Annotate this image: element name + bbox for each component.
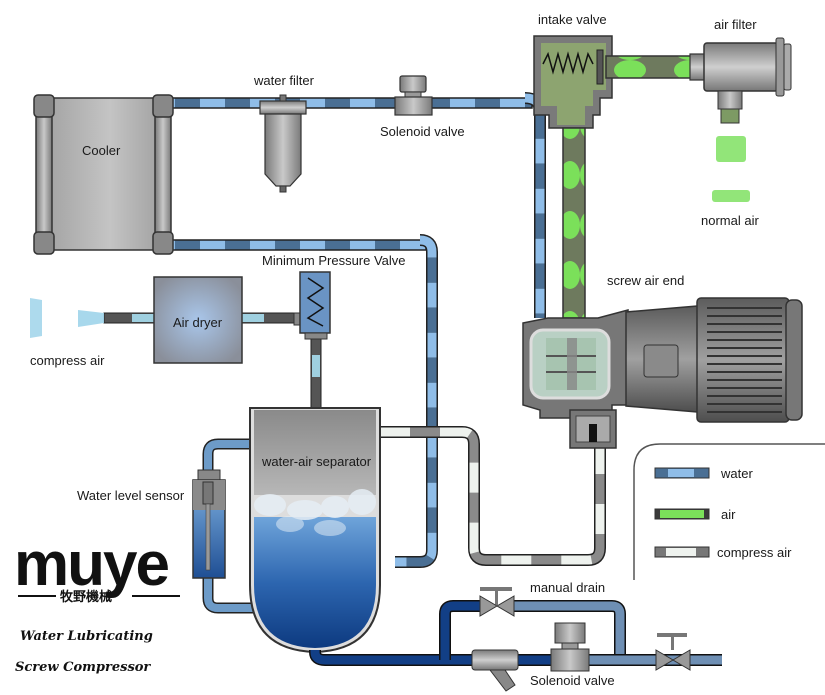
tagline-line1: Water Lubricating <box>20 629 153 644</box>
water-pipe-cooler-return <box>169 234 438 568</box>
legend-item-water: water <box>654 466 753 481</box>
air-dryer: Air dryer <box>153 276 243 364</box>
motor-cooling-fins <box>707 307 782 413</box>
legend: water air compress air <box>633 443 825 580</box>
sensor-pipe <box>202 438 268 614</box>
minimum-pressure-valve-label: Minimum Pressure Valve <box>262 253 406 268</box>
compress-air-outlet-label: compress air <box>30 353 105 368</box>
cooler-label: Cooler <box>82 143 121 158</box>
y-strainer <box>471 649 519 692</box>
logo-chinese-text: 牧野機械 <box>60 589 112 605</box>
minimum-pressure-valve: Minimum Pressure Valve <box>262 253 406 340</box>
air-dryer-label: Air dryer <box>173 315 223 330</box>
screw-air-end: screw air end <box>522 273 684 449</box>
legend-label-compress-air: compress air <box>717 545 792 560</box>
tagline-line2: Screw Compressor <box>15 660 151 675</box>
manual-drain-label: manual drain <box>530 580 605 595</box>
water-air-separator: water-air separator <box>249 407 381 654</box>
air-filter: air filter normal air <box>689 17 792 228</box>
legend-item-air: air <box>654 507 736 522</box>
manual-drain-valve: manual drain <box>479 580 605 617</box>
legend-item-compress-air: compress air <box>654 545 792 560</box>
cooler: Cooler <box>33 94 174 255</box>
solenoid-valve-top: Solenoid valve <box>380 75 465 139</box>
solenoid-valve-bottom: Solenoid valve <box>530 622 615 688</box>
compress-air-outlet: compress air <box>30 298 105 368</box>
foam-bubbles <box>254 489 376 536</box>
air-filter-label: air filter <box>714 17 757 32</box>
outlet-valve <box>655 633 691 671</box>
logo-text: muye <box>14 530 168 599</box>
screw-air-end-label: screw air end <box>607 273 684 288</box>
water-level-sensor-label: Water level sensor <box>77 488 185 503</box>
solenoid-valve-top-label: Solenoid valve <box>380 124 465 139</box>
motor <box>625 297 803 423</box>
water-air-separator-label: water-air separator <box>261 454 372 469</box>
normal-air-label: normal air <box>701 213 759 228</box>
legend-label-air: air <box>721 507 736 522</box>
brand-logo: muye 牧野機械 Water Lubricating Screw Compre… <box>14 530 180 675</box>
air-pipe-intake-to-airend <box>562 127 586 319</box>
intake-valve-label: intake valve <box>538 12 607 27</box>
water-filter-label: water filter <box>253 73 315 88</box>
legend-label-water: water <box>720 466 753 481</box>
solenoid-valve-bottom-label: Solenoid valve <box>530 673 615 688</box>
intake-valve: intake valve <box>533 12 613 129</box>
water-filter: water filter <box>253 73 315 193</box>
air-pipe-intake-to-filter <box>605 55 692 79</box>
water-level-sensor: Water level sensor <box>77 469 226 579</box>
compress-air-pipe <box>380 426 606 566</box>
